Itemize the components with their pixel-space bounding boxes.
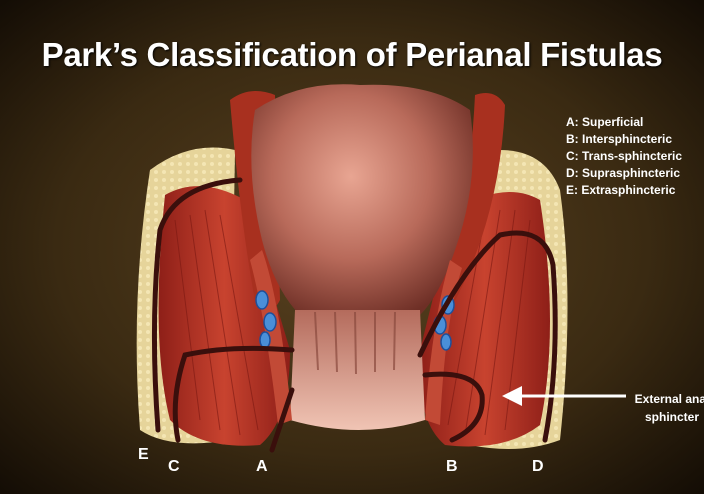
legend-item-c: C: Trans-sphincteric: [566, 148, 682, 165]
external-sphincter-callout: External anal sphincter: [624, 390, 704, 426]
label-d: D: [532, 458, 544, 476]
label-e: E: [138, 446, 149, 464]
legend-item-b: B: Intersphincteric: [566, 131, 682, 148]
legend-item-e: E: Extrasphincteric: [566, 182, 682, 199]
label-b: B: [446, 458, 458, 476]
callout-line-2: sphincter: [624, 408, 704, 426]
legend: A: Superficial B: Intersphincteric C: Tr…: [566, 114, 682, 199]
legend-item-a: A: Superficial: [566, 114, 682, 131]
legend-item-d: D: Suprasphincteric: [566, 165, 682, 182]
anal-canal: [290, 310, 425, 430]
label-c: C: [168, 458, 180, 476]
rectum: [251, 84, 473, 315]
label-a: A: [256, 458, 268, 476]
callout-line-1: External anal: [624, 390, 704, 408]
page-title: Park’s Classification of Perianal Fistul…: [0, 36, 704, 74]
